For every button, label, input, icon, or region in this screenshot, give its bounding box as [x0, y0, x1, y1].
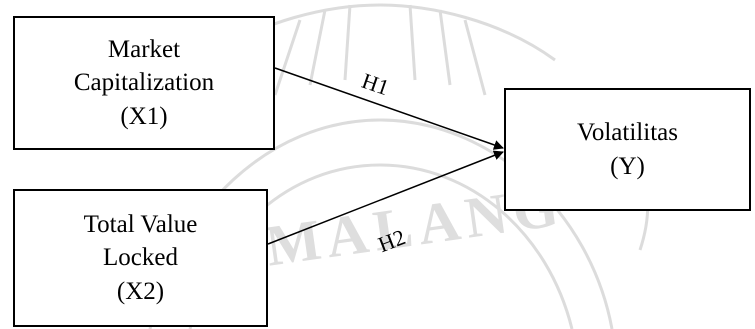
node-x1-line-1: Market — [107, 36, 181, 64]
node-total-value-locked: Total Value Locked (X2) — [13, 189, 268, 327]
node-y-line-2: (Y) — [610, 152, 645, 180]
node-x2-line-3: (X2) — [116, 277, 165, 305]
node-market-capitalization: Market Capitalization (X1) — [13, 16, 275, 150]
node-x2-line-1: Total Value — [83, 211, 198, 239]
edge-label-h2: H2 — [375, 224, 409, 257]
arrow-h1 — [274, 67, 504, 150]
node-y-line-1: Volatilitas — [577, 119, 678, 147]
node-x1-line-3: (X1) — [120, 102, 168, 130]
node-x2-line-2: Locked — [103, 244, 178, 272]
node-x1-line-2: Capitalization — [73, 69, 215, 97]
arrow-h2 — [267, 150, 504, 245]
edge-label-h1: H1 — [359, 68, 393, 100]
node-volatilitas: Volatilitas (Y) — [504, 88, 751, 211]
